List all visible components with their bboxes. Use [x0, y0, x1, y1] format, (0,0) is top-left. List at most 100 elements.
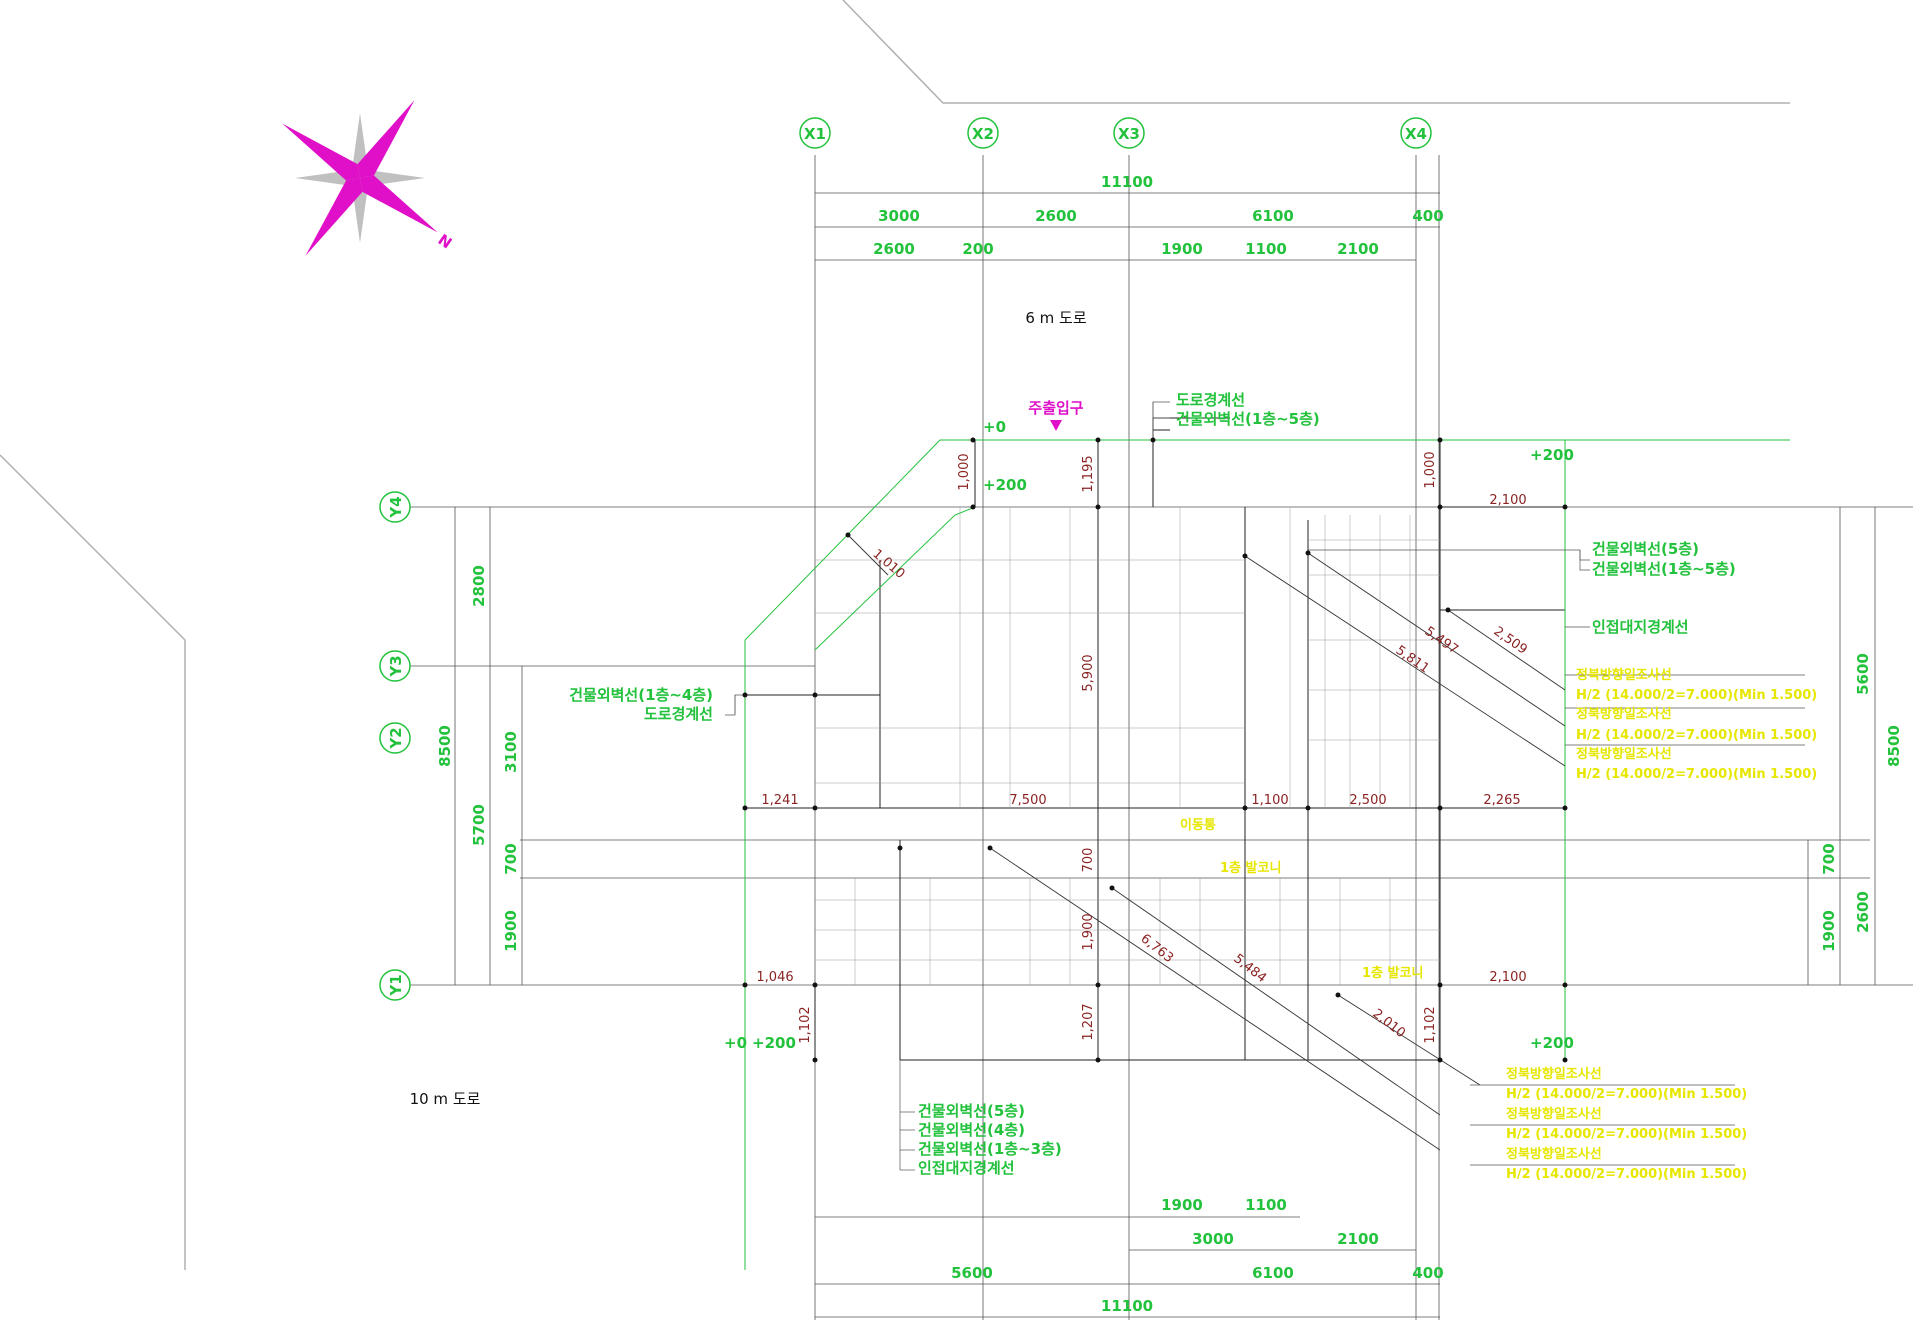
svg-text:Y3: Y3 — [387, 655, 405, 677]
svg-text:H/2 (14.000/2=7.000)(Min 1.500: H/2 (14.000/2=7.000)(Min 1.500) — [1506, 1127, 1747, 1142]
svg-text:1,100: 1,100 — [1251, 793, 1288, 808]
svg-text:200: 200 — [962, 240, 993, 258]
svg-text:1층 발코니: 1층 발코니 — [1220, 860, 1281, 876]
svg-text:정북방향일조사선: 정북방향일조사선 — [1576, 746, 1672, 762]
svg-text:5,484: 5,484 — [1231, 951, 1270, 986]
svg-text:이동통: 이동통 — [1180, 817, 1216, 833]
svg-text:건물외벽선(4층): 건물외벽선(4층) — [918, 1121, 1025, 1139]
svg-text:1900: 1900 — [1161, 240, 1203, 258]
svg-text:2,100: 2,100 — [1489, 970, 1526, 985]
svg-text:주출입구: 주출입구 — [1028, 399, 1083, 417]
svg-text:건물외벽선(1층~5층): 건물외벽선(1층~5층) — [1592, 560, 1736, 578]
svg-text:2600: 2600 — [1854, 891, 1872, 933]
svg-text:2800: 2800 — [470, 565, 488, 607]
svg-text:X1: X1 — [804, 125, 826, 143]
svg-text:정북방향일조사선: 정북방향일조사선 — [1506, 1066, 1602, 1082]
svg-text:+200: +200 — [752, 1034, 796, 1052]
svg-text:2600: 2600 — [1035, 207, 1077, 225]
svg-text:H/2 (14.000/2=7.000)(Min 1.500: H/2 (14.000/2=7.000)(Min 1.500) — [1506, 1167, 1747, 1182]
svg-text:2,265: 2,265 — [1483, 793, 1520, 808]
svg-text:5,900: 5,900 — [1081, 654, 1096, 691]
svg-text:1,000: 1,000 — [957, 453, 972, 490]
svg-text:인접대지경계선: 인접대지경계선 — [1592, 618, 1689, 636]
svg-text:도로경계선: 도로경계선 — [1176, 391, 1245, 409]
svg-text:Y4: Y4 — [387, 496, 405, 518]
grid-bubble-x2: X2 — [967, 117, 999, 149]
svg-text:정북방향일조사선: 정북방향일조사선 — [1506, 1146, 1602, 1162]
floor-tiles — [815, 507, 1440, 985]
svg-text:1,195: 1,195 — [1081, 455, 1096, 492]
svg-text:정북방향일조사선: 정북방향일조사선 — [1576, 667, 1672, 683]
svg-text:700: 700 — [1081, 848, 1096, 873]
svg-text:5,811: 5,811 — [1393, 643, 1432, 677]
boundary-notes: 도로경계선 건물외벽선(1층~5층) 건물외벽선(5층) 건물외벽선(1층~5층… — [569, 391, 1736, 1177]
svg-text:1900: 1900 — [1820, 910, 1838, 952]
svg-text:+0: +0 — [724, 1034, 747, 1052]
svg-text:X4: X4 — [1405, 125, 1427, 143]
north-arrow-icon: N — [282, 100, 456, 256]
entrance-arrow-icon — [1050, 420, 1062, 431]
grid-bubble-x4: X4 — [1400, 117, 1432, 149]
road-label-6m: 6 m 도로 — [1008, 302, 1104, 332]
svg-text:2100: 2100 — [1337, 1230, 1379, 1248]
svg-text:1층 발코니: 1층 발코니 — [1362, 965, 1423, 981]
grid-bubbles: X1 X2 X3 X4 Y4 Y3 Y2 Y1 — [379, 117, 1432, 1001]
svg-text:5700: 5700 — [470, 804, 488, 846]
svg-text:도로경계선: 도로경계선 — [644, 705, 713, 723]
svg-text:+200: +200 — [983, 476, 1027, 494]
svg-text:+200: +200 — [1530, 446, 1574, 464]
svg-text:5600: 5600 — [951, 1264, 993, 1282]
svg-text:건물외벽선(1층~4층): 건물외벽선(1층~4층) — [569, 686, 713, 704]
svg-text:3000: 3000 — [878, 207, 920, 225]
yellow-right-notes: 정북방향일조사선 H/2 (14.000/2=7.000)(Min 1.500)… — [1576, 667, 1817, 782]
svg-text:X3: X3 — [1118, 125, 1140, 143]
svg-text:2,010: 2,010 — [1370, 1006, 1409, 1041]
svg-text:1,000: 1,000 — [1423, 451, 1438, 488]
svg-text:1900: 1900 — [1161, 1196, 1203, 1214]
svg-text:건물외벽선(5층): 건물외벽선(5층) — [918, 1102, 1025, 1120]
svg-text:2600: 2600 — [873, 240, 915, 258]
svg-text:Y2: Y2 — [387, 727, 405, 749]
svg-text:11100: 11100 — [1101, 173, 1153, 191]
svg-text:400: 400 — [1412, 207, 1443, 225]
grid-bubble-x3: X3 — [1113, 117, 1145, 149]
svg-text:5600: 5600 — [1854, 653, 1872, 695]
svg-text:6100: 6100 — [1252, 1264, 1294, 1282]
svg-text:6100: 6100 — [1252, 207, 1294, 225]
svg-text:1900: 1900 — [502, 910, 520, 952]
main-entrance-label: 주출입구 — [1028, 399, 1084, 431]
svg-text:8500: 8500 — [1885, 725, 1903, 767]
svg-text:X2: X2 — [972, 125, 994, 143]
svg-text:인접대지경계선: 인접대지경계선 — [918, 1159, 1015, 1177]
grid-bubble-y1: Y1 — [379, 969, 411, 1001]
left-dimensions: 8500 2800 5700 3100 700 1900 — [436, 565, 520, 952]
svg-text:1,010: 1,010 — [869, 547, 907, 582]
svg-text:700: 700 — [1820, 843, 1838, 874]
svg-text:5,497: 5,497 — [1422, 624, 1461, 658]
yellow-mid-labels: 이동통 1층 발코니 1층 발코니 — [1180, 817, 1423, 981]
svg-text:건물외벽선(1층~5층): 건물외벽선(1층~5층) — [1176, 410, 1320, 428]
svg-text:1100: 1100 — [1245, 240, 1287, 258]
grid-bubble-y2: Y2 — [379, 722, 411, 754]
svg-text:3100: 3100 — [502, 731, 520, 773]
svg-text:1,046: 1,046 — [756, 970, 793, 985]
svg-text:8500: 8500 — [436, 725, 454, 767]
svg-text:3000: 3000 — [1192, 1230, 1234, 1248]
road-label-10m: 10 m 도로 — [397, 1083, 493, 1113]
north-label: N — [435, 230, 456, 252]
svg-text:정북방향일조사선: 정북방향일조사선 — [1576, 706, 1672, 722]
svg-text:2,100: 2,100 — [1489, 493, 1526, 508]
svg-text:1,207: 1,207 — [1081, 1003, 1096, 1040]
top-dimension-lines — [454, 192, 1876, 1318]
svg-text:Y1: Y1 — [387, 974, 405, 996]
sunlight-setback-lines — [847, 534, 1566, 1151]
bottom-dimensions: 1900 1100 3000 2100 5600 6100 400 11100 — [951, 1196, 1444, 1315]
svg-text:건물외벽선(5층): 건물외벽선(5층) — [1592, 540, 1699, 558]
dimension-nodes — [742, 437, 1568, 1063]
svg-text:11100: 11100 — [1101, 1297, 1153, 1315]
svg-text:400: 400 — [1412, 1264, 1443, 1282]
svg-text:H/2 (14.000/2=7.000)(Min 1.500: H/2 (14.000/2=7.000)(Min 1.500) — [1576, 688, 1817, 703]
grid-bubble-y3: Y3 — [379, 650, 411, 682]
svg-text:10 m 도로: 10 m 도로 — [410, 1090, 481, 1108]
